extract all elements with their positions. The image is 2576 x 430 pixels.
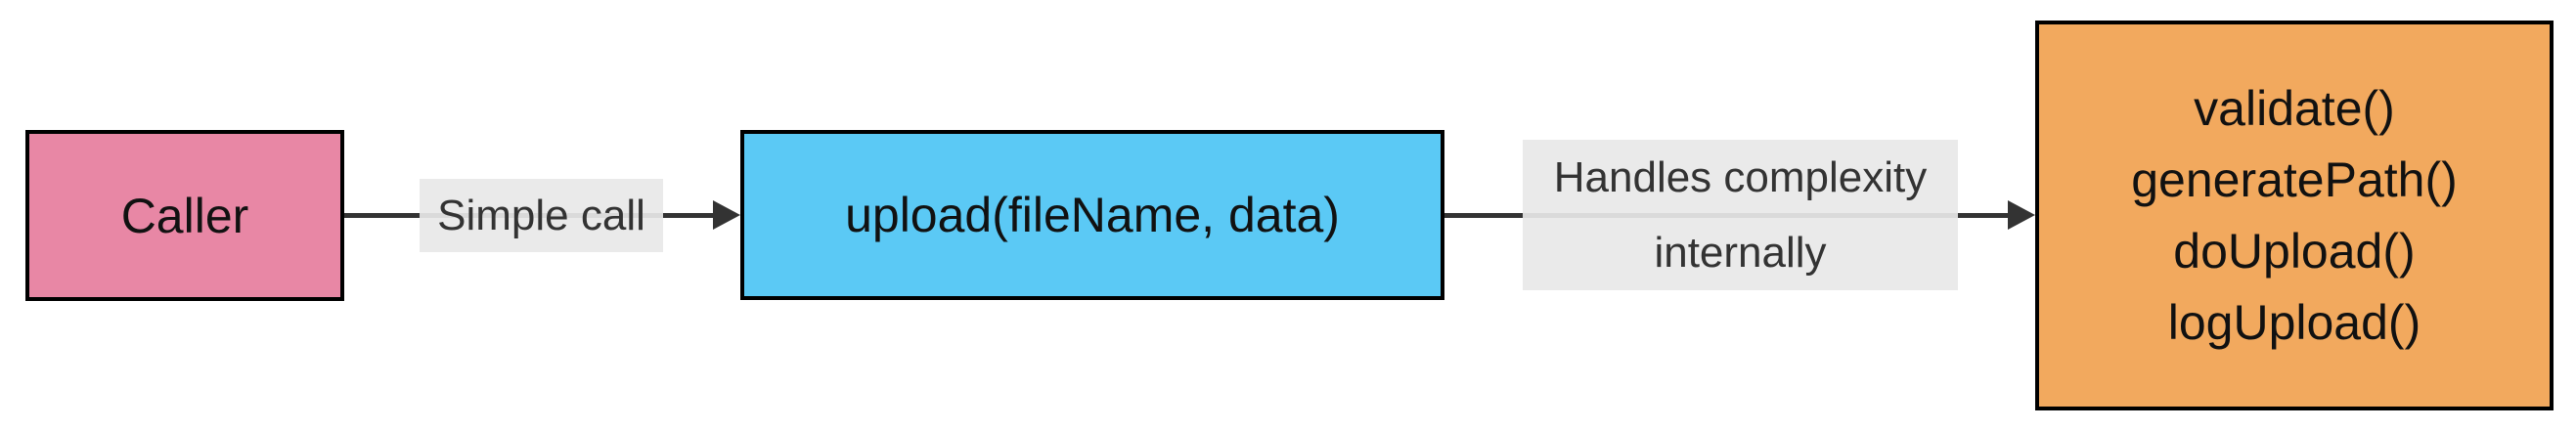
node-upload-label: upload(fileName, data) [845, 188, 1340, 242]
arrowhead-icon [713, 200, 740, 230]
node-upload: upload(fileName, data) [740, 130, 1444, 300]
arrowhead-icon [2008, 200, 2035, 230]
node-internals: validate() generatePath() doUpload() log… [2035, 21, 2554, 410]
method-do-upload: doUpload() [2173, 223, 2416, 279]
method-generate-path: generatePath() [2131, 151, 2458, 207]
edge-label-text: Simple call [437, 191, 645, 239]
method-list: validate() generatePath() doUpload() log… [2131, 73, 2458, 359]
edge-caller-to-upload-label: Simple call [420, 179, 663, 252]
edge-label-text-line2: internally [1654, 229, 1827, 277]
node-caller-label: Caller [120, 188, 249, 243]
edge-label-text-line1: Handles complexity [1553, 153, 1928, 201]
edge-upload-to-internals-label: Handles complexity internally [1523, 140, 1958, 290]
method-validate: validate() [2194, 80, 2395, 136]
method-log-upload: logUpload() [2167, 294, 2421, 350]
node-caller: Caller [25, 130, 344, 301]
